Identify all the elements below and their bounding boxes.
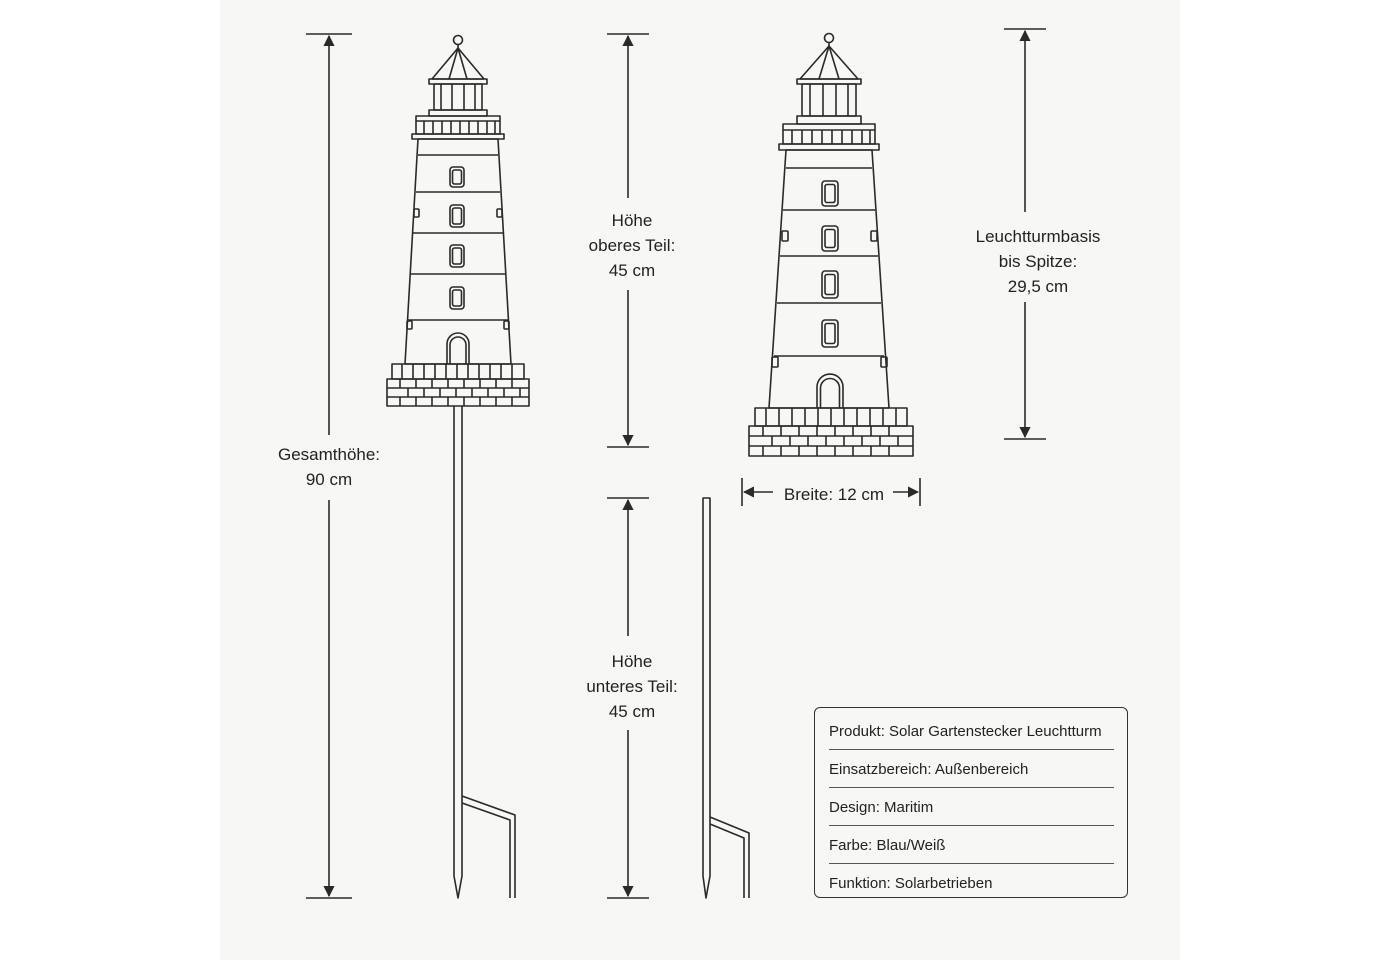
stake-lower-part: [702, 497, 750, 899]
base-to-tip-value: 29,5 cm: [1007, 277, 1069, 296]
base-to-tip-title-1: Leuchtturmbasis: [975, 227, 1101, 246]
info-row-function: Funktion: Solarbetrieben: [829, 875, 993, 892]
upper-part-title-2: oberes Teil:: [588, 236, 676, 255]
upper-part-title-1: Höhe: [611, 211, 653, 230]
base-to-tip-dimension-line: [1004, 28, 1046, 440]
lower-part-label: Höhe unteres Teil: 45 cm: [573, 647, 691, 726]
info-row-usage-area: Einsatzbereich: Außenbereich: [829, 750, 1114, 788]
width-dimension-line: [741, 478, 921, 506]
info-row-product: Produkt: Solar Gartenstecker Leuchtturm: [829, 712, 1114, 750]
total-height-value: 90 cm: [305, 470, 353, 489]
base-to-tip-label: Leuchtturmbasis bis Spitze: 29,5 cm: [958, 222, 1118, 301]
total-height-label: Gesamthöhe: 90 cm: [265, 440, 393, 494]
lower-part-title-1: Höhe: [611, 652, 653, 671]
lighthouse-full-assembly: [386, 34, 530, 899]
base-to-tip-title-2: bis Spitze:: [998, 252, 1078, 271]
lower-part-title-2: unteres Teil:: [586, 677, 678, 696]
info-row-color: Farbe: Blau/Weiß: [829, 826, 1114, 864]
lower-part-value: 45 cm: [608, 702, 656, 721]
width-label: Breite: 12 cm: [775, 480, 893, 509]
upper-part-dimension-line: [607, 33, 649, 448]
product-info-box: Produkt: Solar Gartenstecker Leuchtturm …: [814, 707, 1128, 898]
info-row-design: Design: Maritim: [829, 788, 1114, 826]
upper-part-label: Höhe oberes Teil: 45 cm: [573, 206, 691, 285]
upper-part-value: 45 cm: [608, 261, 656, 280]
width-value: Breite: 12 cm: [783, 485, 885, 504]
total-height-title: Gesamthöhe:: [277, 445, 381, 464]
lower-part-dimension-line: [607, 497, 649, 899]
total-height-dimension-line: [306, 33, 352, 899]
lighthouse-upper-part: [748, 32, 914, 457]
